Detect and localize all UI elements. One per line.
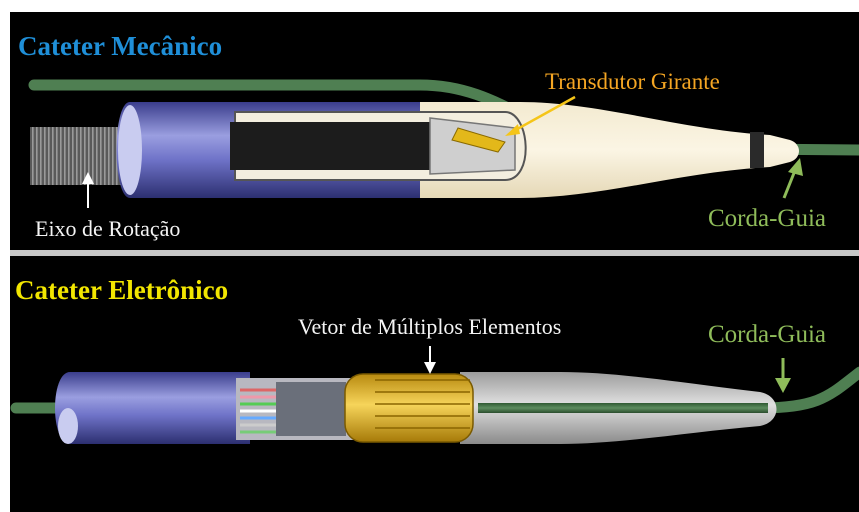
sheath-opening [118,105,142,195]
rotating-transducer [451,127,506,153]
panel-divider [10,250,859,256]
transducer-arrow [511,95,576,134]
electronic-catheter-title: Cateter Eletrônico [15,275,229,305]
mechanical-catheter-title: Cateter Mecânico [18,31,223,61]
guidewire-label-top: Corda-Guia [708,205,827,232]
inner-shaft [230,122,430,170]
tip-marker-band [750,132,764,168]
rotating-transducer-label: Transdutor Girante [545,69,720,94]
transducer-housing [429,117,516,175]
multi-element-array-label: Vetor de Múltiplos Elementos [298,314,562,339]
transducer-array [344,373,474,443]
rotation-axis-label: Eixo de Rotação [35,216,181,241]
electronic-sheath [55,372,250,444]
guidewire-label-bottom: Corda-Guia [708,321,827,348]
